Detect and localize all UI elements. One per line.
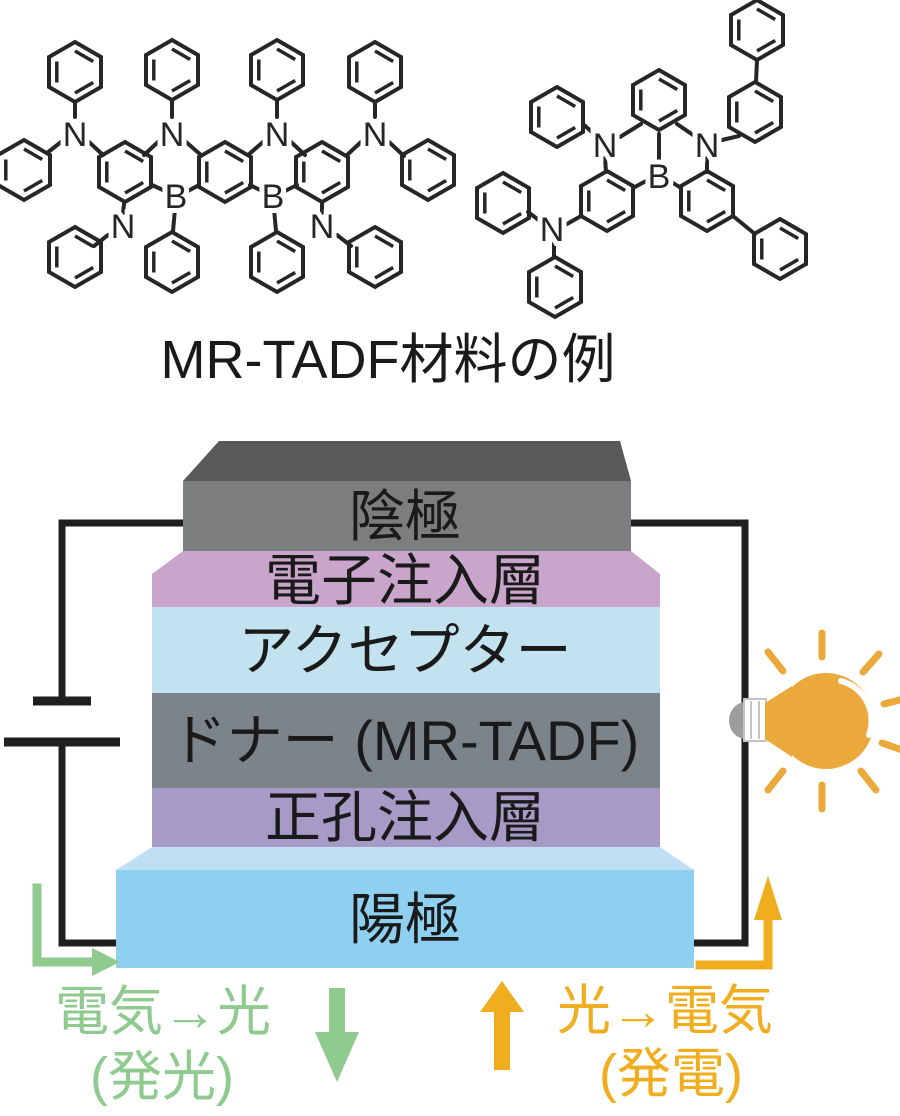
atom-label-N: N xyxy=(160,116,185,154)
generation-label-line2: (発電) xyxy=(599,1044,743,1104)
atom-label-N: N xyxy=(265,116,290,154)
generation-annotation: 光→電気 (発電) xyxy=(480,876,782,1104)
atom-label-N: N xyxy=(111,208,136,246)
layer-cathode xyxy=(183,481,631,551)
layer-anode-top-face xyxy=(116,847,694,870)
bulb-socket-threads xyxy=(750,701,760,739)
emission-down-arrowhead xyxy=(315,1032,359,1082)
emission-elbow-arrow xyxy=(32,883,97,967)
emission-label-line2: (発光) xyxy=(90,1047,234,1107)
atom-label-N: N xyxy=(363,116,388,154)
emission-label-line1: 電気→光 xyxy=(55,982,271,1042)
atom-label-B: B xyxy=(262,178,285,216)
generation-up-arrowhead xyxy=(480,981,524,1012)
light-bulb-icon xyxy=(729,629,900,813)
battery-symbol xyxy=(4,696,120,747)
generation-elbow-arrowhead xyxy=(754,876,782,920)
molecule-left-structure: N N N N B B N N xyxy=(0,38,456,294)
bulb-globe xyxy=(778,673,874,769)
atom-label-N: N xyxy=(310,208,335,246)
emission-elbow-arrowhead xyxy=(92,948,120,976)
bulb-rays xyxy=(764,629,900,813)
wire-top-left xyxy=(58,519,187,704)
emission-annotation: 電気→光 (発光) xyxy=(32,883,359,1107)
label-donor: ドナー (MR-TADF) xyxy=(171,709,640,772)
bulb-socket xyxy=(743,698,767,742)
benzene-rings-left xyxy=(0,38,456,294)
generation-elbow-arrow xyxy=(695,911,773,970)
label-cathode: 陰極 xyxy=(349,485,461,548)
label-anode: 陽極 xyxy=(349,888,461,951)
bulb-cap xyxy=(729,702,746,739)
label-electron-injection: 電子注入層 xyxy=(265,549,545,612)
atom-label-N: N xyxy=(593,127,618,165)
layer-electron-injection xyxy=(152,551,660,607)
atom-label-B: B xyxy=(648,158,671,196)
figure-title: MR-TADF材料の例 xyxy=(161,330,616,390)
layer-anode xyxy=(116,870,694,968)
generation-label-line1: 光→電気 xyxy=(557,981,773,1041)
layer-donor xyxy=(152,693,660,788)
atom-label-N: N xyxy=(63,116,88,154)
atom-label-B: B xyxy=(165,178,188,216)
layer-cathode-top-face xyxy=(183,441,631,481)
label-acceptor: アクセプター xyxy=(238,619,571,682)
atom-label-N: N xyxy=(695,127,720,165)
molecule-right-structure: N N B N xyxy=(475,0,808,319)
atom-label-N: N xyxy=(540,211,565,249)
layer-hole-injection xyxy=(152,788,660,847)
device-stack: 陰極 電子注入層 アクセプター ドナー (MR-TADF) 正孔注入層 陽極 xyxy=(116,441,694,968)
benzene-rings-right xyxy=(475,0,808,319)
layer-acceptor xyxy=(152,607,660,693)
bulb-highlight xyxy=(838,678,875,738)
label-hole-injection: 正孔注入層 xyxy=(265,786,545,849)
wire-bottom-left xyxy=(58,741,122,947)
